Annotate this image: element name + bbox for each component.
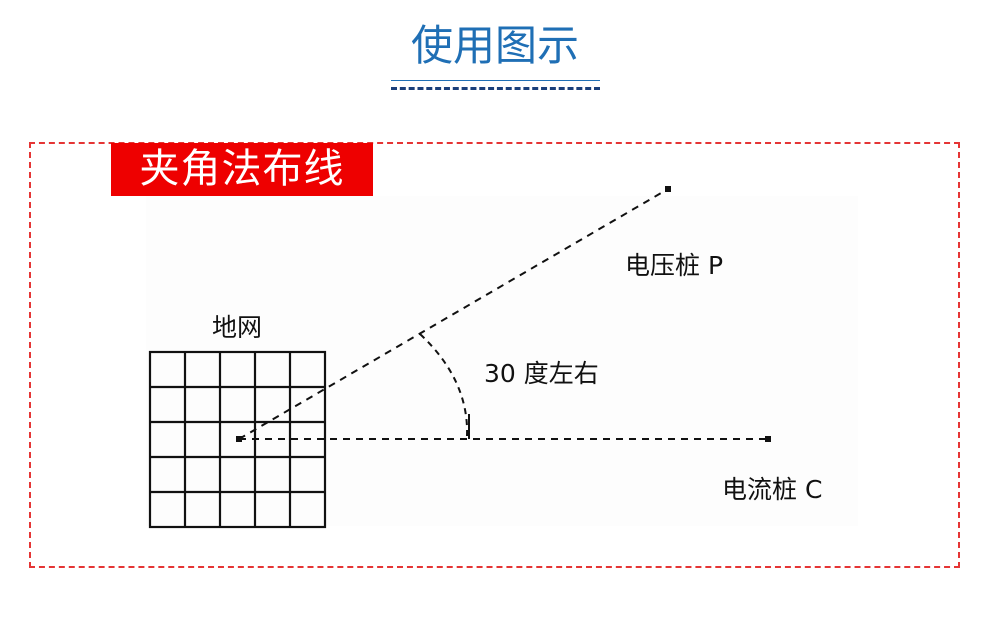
current-stake-point [765, 436, 771, 442]
method-badge: 夹角法布线 [111, 143, 373, 196]
ground-grid [148, 350, 327, 529]
diagram-frame [29, 142, 960, 568]
voltage-lead-line [238, 188, 669, 440]
page-title: 使用图示 [410, 21, 579, 70]
current-stake-label: 电流桩 C [722, 475, 822, 504]
title-underline [391, 80, 600, 81]
diagram-panel [146, 196, 858, 526]
voltage-stake-label: 电压桩 P [625, 251, 723, 280]
angle-arc [419, 333, 469, 437]
ground-grid-label: 地网 [212, 313, 262, 342]
ground-grid-border [148, 350, 327, 529]
angle-label: 30 度左右 [484, 359, 599, 388]
title-underline-dashed [391, 87, 600, 90]
voltage-stake-point [665, 186, 671, 192]
grid-center-point [236, 436, 242, 442]
